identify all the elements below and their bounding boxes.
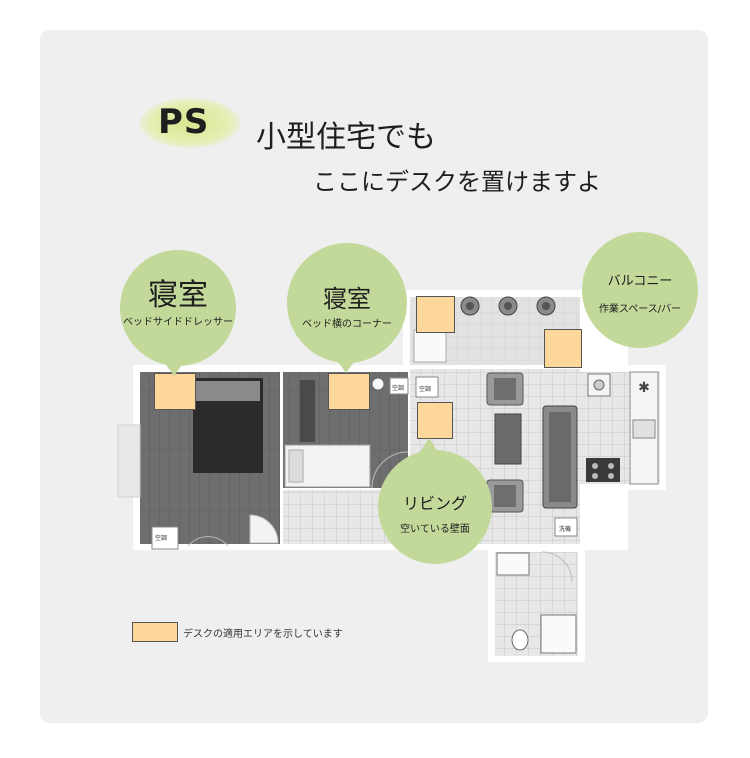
legend-swatch (132, 622, 178, 642)
balcony-plants (460, 296, 556, 316)
desk-area-living (417, 402, 453, 439)
callout-bedroom-left-subtitle: ベッドサイドドレッサー (123, 317, 233, 328)
callout-bedroom-middle-title: 寝室 (323, 285, 371, 313)
callout-bedroom-left-tail (164, 362, 184, 376)
plan-bathroom (495, 551, 578, 656)
callout-bedroom-middle: 寝室 ベッド横のコーナー (287, 243, 407, 363)
desk-area-balcony-right (544, 329, 582, 368)
headline-line-2: ここにデスクを置けますよ (313, 168, 601, 196)
callout-bedroom-middle-tail (336, 359, 356, 373)
ps-highlight (140, 98, 240, 148)
legend-text: デスクの適用エリアを示しています (183, 629, 343, 640)
callout-living-subtitle: 空いている壁面 (400, 524, 470, 535)
callout-bedroom-left: 寝室 ベッドサイドドレッサー (120, 250, 236, 366)
ps-tag: PS (158, 102, 210, 142)
headline-line-1: 小型住宅でも (256, 120, 436, 155)
desk-area-bedroom-middle (328, 373, 370, 410)
storage-label-1: 空調 (155, 535, 168, 542)
plan-bedroom-left (117, 372, 280, 550)
callout-living-tail (420, 438, 438, 452)
storage-label-2: 空調 (392, 385, 405, 392)
storage-label-3: 空調 (419, 386, 432, 393)
callout-living-title: リビング (402, 494, 467, 513)
callout-bedroom-left-title: 寝室 (148, 278, 208, 313)
desk-area-bedroom-left (154, 373, 196, 410)
desk-area-balcony-left (416, 296, 455, 333)
callout-bedroom-middle-subtitle: ベッド横のコーナー (302, 319, 392, 330)
callout-balcony-title: バルコニー (607, 274, 673, 289)
svg-text:✱: ✱ (638, 380, 650, 396)
callout-balcony: バルコニー 作業スペース/バー (582, 232, 698, 348)
washer-label: 洗機 (559, 526, 572, 533)
callout-balcony-subtitle: 作業スペース/バー (598, 304, 682, 315)
plan-kitchen: ✱ (580, 371, 660, 485)
callout-living: リビング 空いている壁面 (378, 450, 492, 564)
